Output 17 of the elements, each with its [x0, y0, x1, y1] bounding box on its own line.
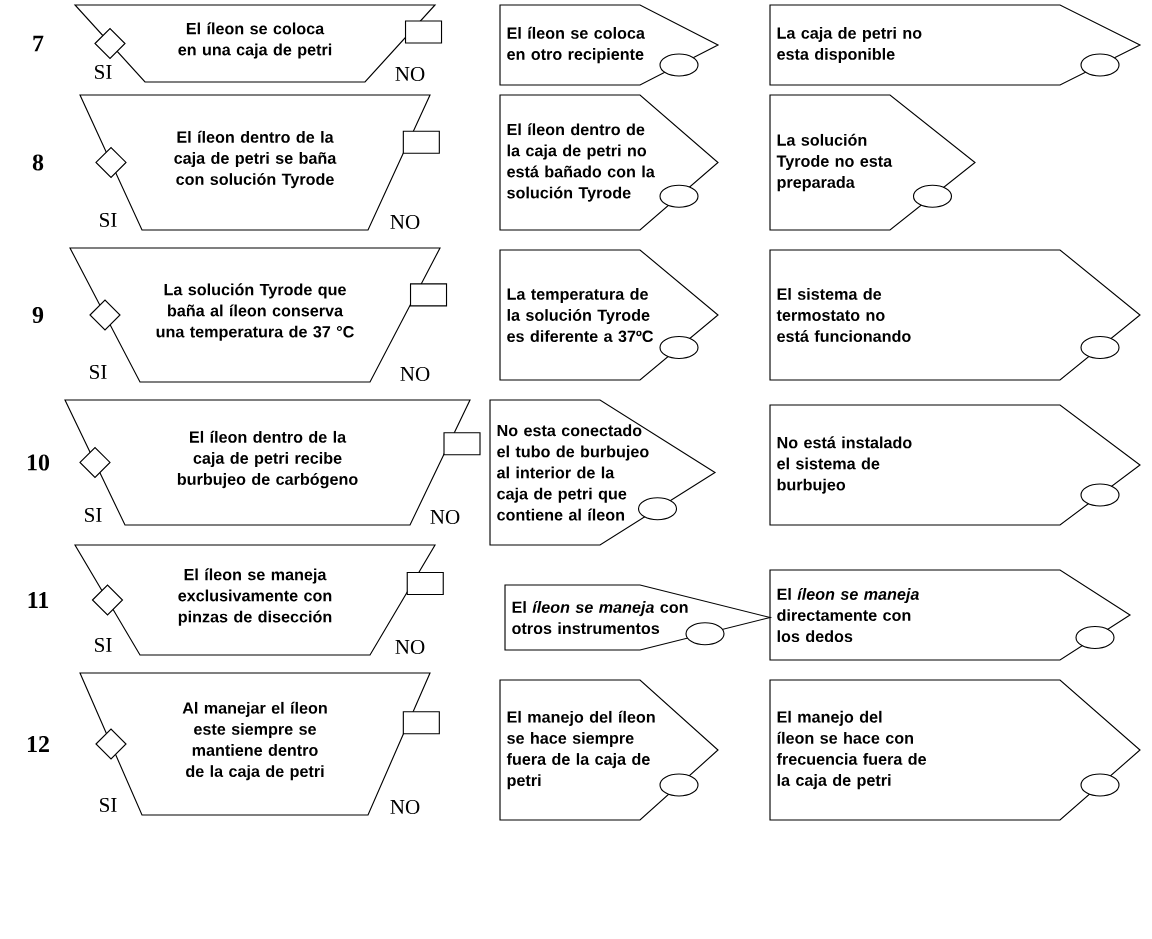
no-label: NO: [390, 214, 420, 230]
yes-label: SI: [90, 364, 107, 380]
yes-label: SI: [95, 637, 112, 653]
no-label: NO: [395, 639, 425, 655]
row-number: 7: [33, 35, 44, 52]
yes-label: SI: [100, 212, 117, 228]
no-label: NO: [395, 66, 425, 82]
yes-label: SI: [85, 507, 102, 523]
yes-label: SI: [95, 64, 112, 80]
row-number: 11: [28, 592, 49, 608]
row-number: 12: [27, 736, 49, 752]
yes-label: SI: [100, 797, 117, 813]
no-label: NO: [400, 366, 430, 382]
no-label: NO: [430, 509, 460, 525]
row-number: 8: [32, 154, 44, 171]
row-number: 9: [32, 306, 44, 324]
no-label: NO: [390, 799, 420, 815]
